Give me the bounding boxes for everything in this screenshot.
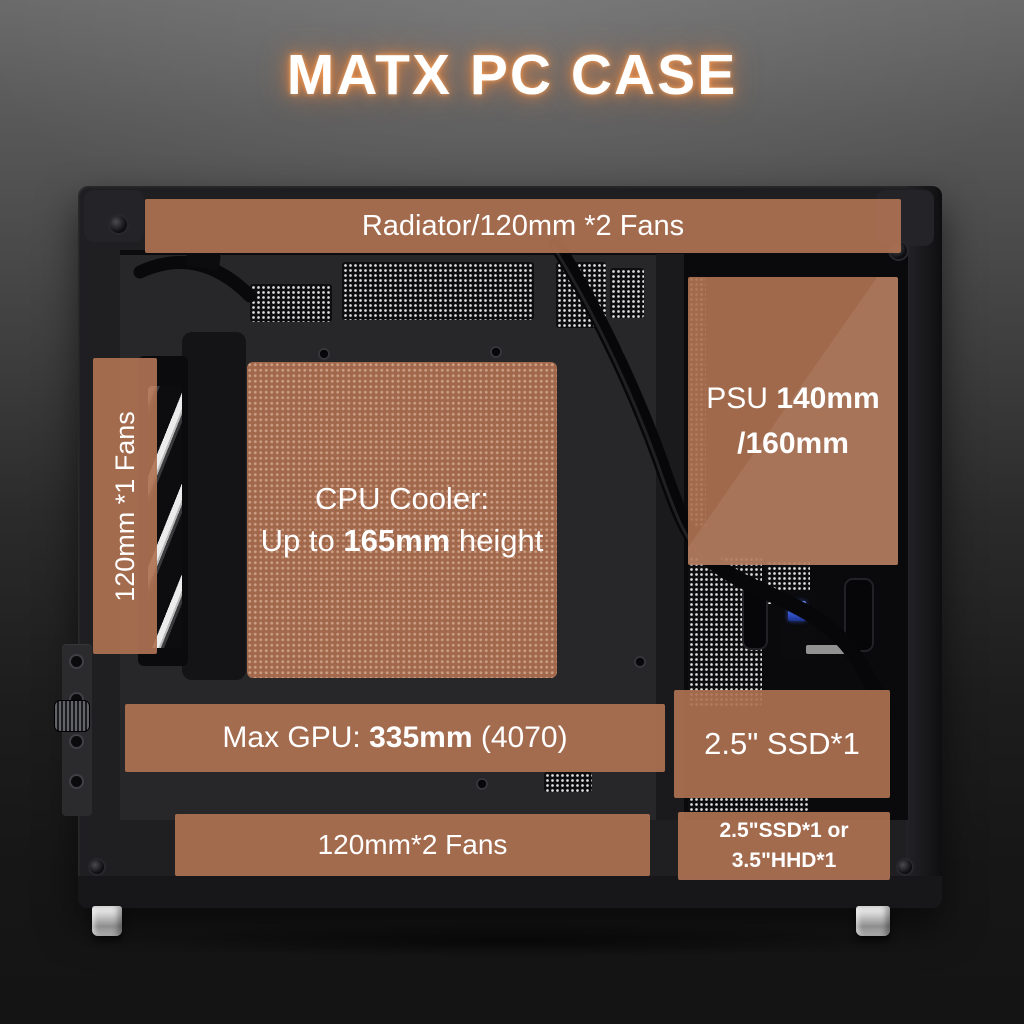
annotation-psu-line2: /160mm xyxy=(737,427,849,460)
annotation-drive-bay: 2.5"SSD*1 or 3.5"HHD*1 xyxy=(678,812,890,880)
corner-screw xyxy=(90,860,104,874)
annotation-gpu: Max GPU: 335mm (4070) xyxy=(125,704,665,772)
bottom-vent-mesh xyxy=(544,772,592,792)
annotation-radiator-label: Radiator/120mm *2 Fans xyxy=(361,209,685,242)
standoff-hole xyxy=(320,350,328,358)
page-title: MATX PC CASE xyxy=(286,43,738,107)
annotation-rear-fan-label: 120mm *1 Fans xyxy=(109,410,140,602)
pci-screw-hole xyxy=(71,736,82,747)
front-vent-mesh xyxy=(688,796,808,812)
case-foot xyxy=(856,906,890,936)
annotation-cpu-cooler: CPU Cooler: Up to 165mm height xyxy=(247,362,557,678)
annotation-gpu-label: Max GPU: 335mm (4070) xyxy=(222,721,568,754)
annotation-cpu-cooler-line1: CPU Cooler: xyxy=(315,481,489,517)
pci-screw-hole xyxy=(71,656,82,667)
annotation-psu-line1: PSU 140mm xyxy=(706,382,880,415)
annotation-psu: PSU 140mm /160mm xyxy=(688,277,898,565)
case-foot xyxy=(92,906,122,936)
annotation-bottom-fans-label: 120mm*2 Fans xyxy=(317,829,508,860)
serial-label xyxy=(806,645,852,654)
corner-screw xyxy=(110,216,127,233)
annotation-cpu-cooler-line2: Up to 165mm height xyxy=(260,523,544,558)
top-vent-mesh xyxy=(610,268,644,318)
standoff-hole xyxy=(492,348,500,356)
annotation-drive-bay-line2: 3.5"HHD*1 xyxy=(731,849,837,872)
top-vent-mesh xyxy=(250,284,332,322)
case-base xyxy=(78,876,942,908)
annotation-ssd-label: 2.5" SSD*1 xyxy=(704,726,860,761)
thumbscrew xyxy=(54,700,90,732)
case-front-bezel xyxy=(906,186,942,908)
pci-screw-hole xyxy=(71,694,82,705)
annotation-radiator: Radiator/120mm *2 Fans xyxy=(145,199,901,253)
annotation-rear-fan: 120mm *1 Fans xyxy=(93,358,157,654)
standoff-hole xyxy=(478,780,486,788)
annotation-drive-bay-line1: 2.5"SSD*1 or xyxy=(719,818,849,842)
standoff-hole xyxy=(636,658,644,666)
top-vent-mesh xyxy=(342,262,534,320)
pci-screw-hole xyxy=(71,776,82,787)
annotation-ssd: 2.5" SSD*1 xyxy=(674,690,890,798)
case-floor-shadow xyxy=(100,922,924,958)
rear-io-column xyxy=(182,332,246,680)
corner-screw xyxy=(898,860,912,874)
annotation-bottom-fans: 120mm*2 Fans xyxy=(175,814,650,876)
